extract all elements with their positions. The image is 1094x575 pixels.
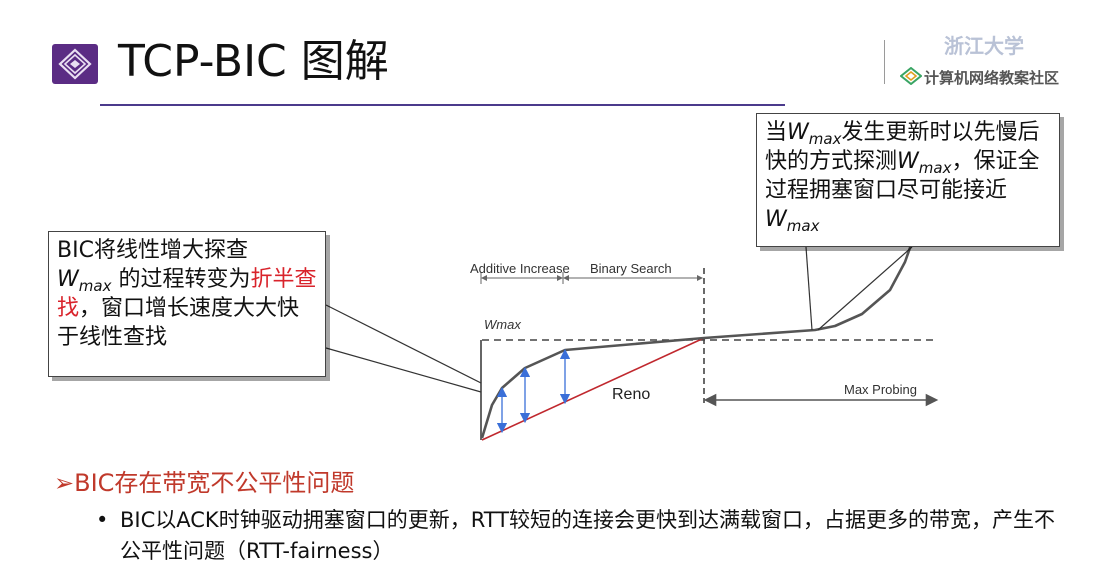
callout-right-w1: W	[787, 120, 809, 145]
bullet-main-text: BIC存在带宽不公平性问题	[74, 469, 355, 497]
logo-divider	[884, 40, 885, 84]
callout-left-pointer-2	[325, 347, 482, 393]
label-binary-search: Binary Search	[590, 261, 672, 276]
diamond-logo-icon	[899, 66, 923, 89]
callout-right-w1-sub: max	[808, 130, 842, 148]
slide-title: TCP-BIC 图解	[118, 36, 389, 87]
callout-right-pointer-1	[805, 246, 813, 331]
callout-left-text-1: BIC将线性增大探查	[57, 238, 248, 263]
callout-right-w3-sub: max	[786, 217, 820, 235]
logo-school-name: 浙江大学	[944, 34, 1024, 58]
slide-title-icon	[52, 44, 98, 84]
callout-max-probing: 当Wmax发生更新时以先慢后快的方式探测Wmax，保证全过程拥塞窗口尽可能接近W…	[756, 113, 1060, 247]
callout-left-w: W	[57, 267, 79, 292]
reno-line	[481, 337, 705, 441]
bullet-sub-text: BIC以ACK时钟驱动拥塞窗口的更新，RTT较短的连接会更快到达满载窗口，占据更…	[120, 508, 1056, 563]
label-max-probing: Max Probing	[844, 382, 917, 397]
callout-left-highlight: 折半查找	[57, 267, 317, 321]
callout-right-text-2: 发生更新时以先慢后快的方式探测	[765, 120, 1040, 174]
callout-binary-search: BIC将线性增大探查 Wmax 的过程转变为折半查找，窗口增长速度大大快于线性查…	[48, 231, 326, 377]
label-reno: Reno	[612, 386, 650, 403]
callout-right-w2: W	[897, 149, 919, 174]
callout-left-text-2: 的过程转变为	[111, 267, 251, 292]
callout-right-w2-sub: max	[918, 159, 952, 177]
dot-bullet-icon: •	[96, 508, 109, 532]
arrow-bullet-icon: ➢	[54, 469, 75, 497]
label-wmax: Wmax	[484, 317, 521, 332]
bullet-unfairness-heading: ➢BIC存在带宽不公平性问题	[54, 463, 354, 498]
callout-left-text-3: ，窗口增长速度大大快于线性查找	[57, 296, 300, 350]
callout-right-pointer-2	[817, 246, 913, 331]
callout-right-text-3: ，保证全过程拥塞窗口尽可能接近	[765, 149, 1040, 203]
callout-right-w3: W	[765, 207, 787, 232]
callout-left-pointer-1	[325, 304, 482, 384]
label-additive-increase: Additive Increase	[470, 261, 570, 276]
bullet-unfairness-detail: • BIC以ACK时钟驱动拥塞窗口的更新，RTT较短的连接会更快到达满载窗口，占…	[96, 505, 1056, 567]
callout-right-text-1: 当	[765, 120, 788, 145]
title-underline	[100, 104, 785, 106]
callout-left-w-sub: max	[78, 277, 112, 295]
logo-community-name: 计算机网络教案社区	[924, 69, 1060, 87]
